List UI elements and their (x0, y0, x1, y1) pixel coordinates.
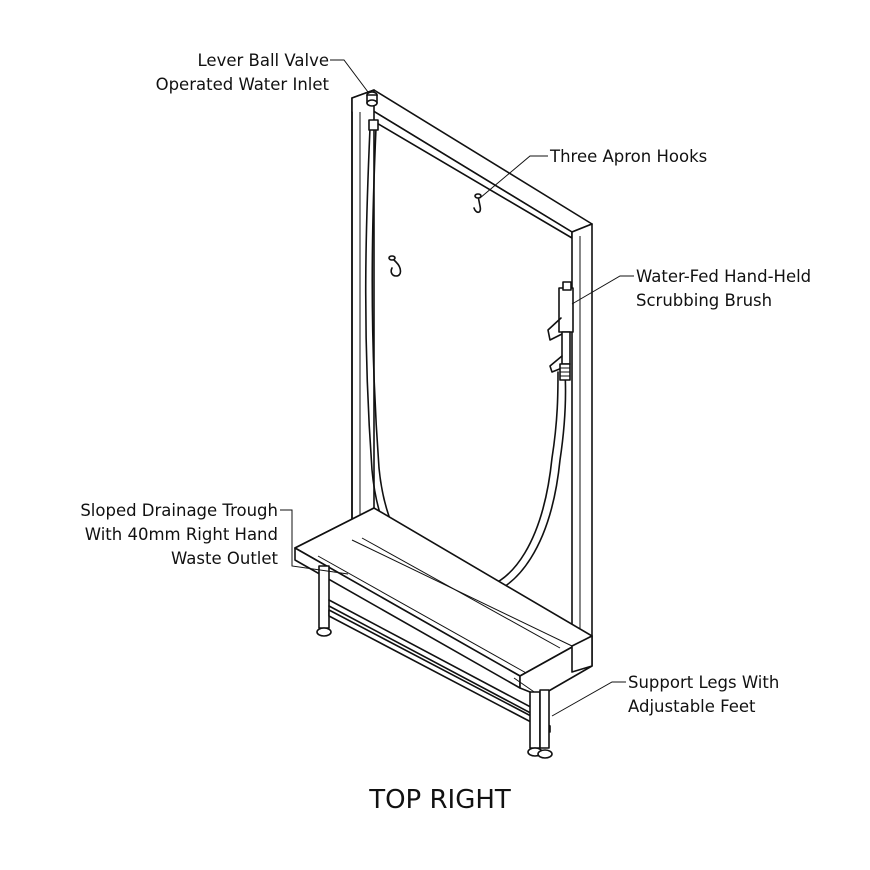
scrubbing-brush (547, 281, 574, 381)
water-inlet-valve (366, 91, 378, 107)
trough-label-line2: With 40mm Right Hand (85, 525, 278, 544)
brush-label-line2: Scrubbing Brush (636, 291, 772, 310)
legs-label-line2: Adjustable Feet (628, 697, 756, 716)
inlet-label-line2: Operated Water Inlet (156, 75, 330, 94)
hooks-label: Three Apron Hooks (549, 147, 707, 166)
apron-hook-2 (473, 193, 482, 214)
view-caption: TOP RIGHT (368, 785, 511, 815)
trough-label-line1: Sloped Drainage Trough (80, 501, 278, 520)
leader-lines (280, 59, 634, 717)
brush-label-line1: Water-Fed Hand-Held (636, 267, 811, 286)
apron-hook-1 (388, 255, 402, 277)
support-legs (316, 565, 553, 759)
inlet-label-line1: Lever Ball Valve (198, 51, 329, 70)
legs-label-line1: Support Legs With (628, 673, 779, 692)
drainage-trough (294, 507, 593, 697)
trough-label-line3: Waste Outlet (171, 549, 278, 568)
callouts: Lever Ball Valve Operated Water Inlet Th… (80, 51, 811, 716)
